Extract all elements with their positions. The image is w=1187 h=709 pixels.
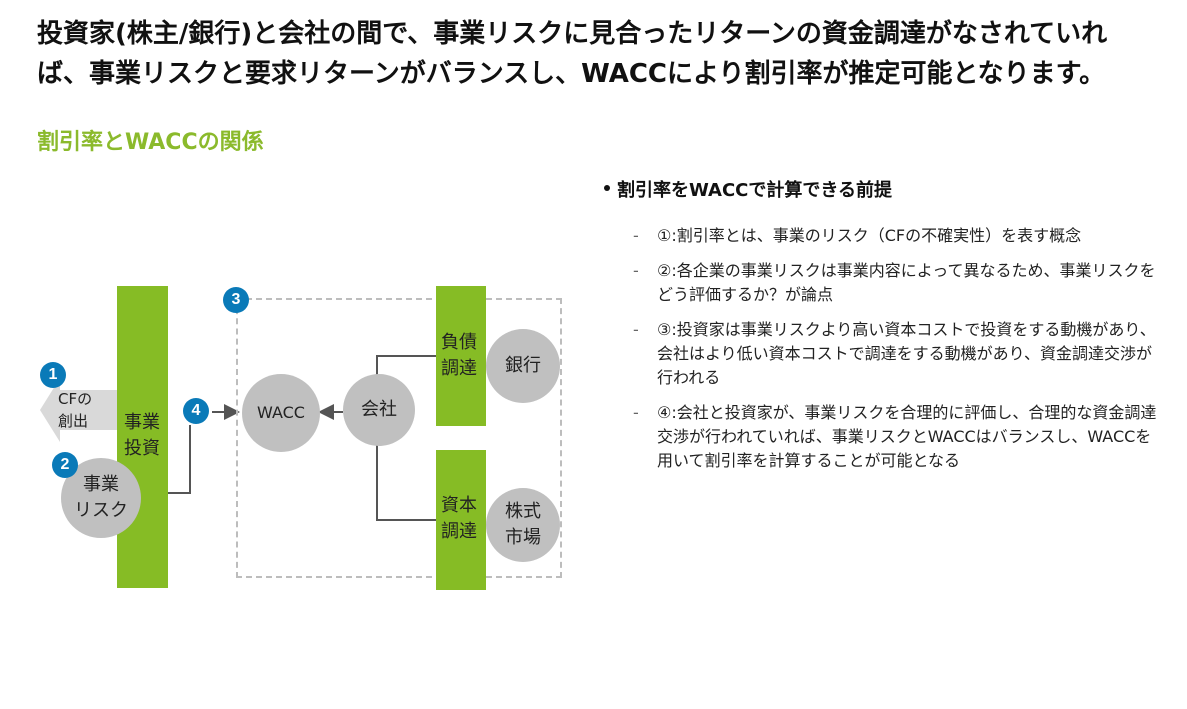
stock-market-label: 株式 市場 xyxy=(505,501,541,548)
equity-financing-label: 資本 調達 xyxy=(441,495,477,542)
list-item-text: ③:投資家は事業リスクより高い資本コストで投資をする動機があり、会社はより低い資… xyxy=(657,320,1156,387)
stock-market-node: 株式 市場 xyxy=(486,488,560,562)
bullet-list: -①:割引率とは、事業のリスク（CFの不確実性）を表す概念 -②:各企業の事業リ… xyxy=(633,224,1158,484)
bank-label: 銀行 xyxy=(505,355,541,376)
business-risk-label: 事業 リスク xyxy=(74,474,128,521)
business-investment-label: 事業 投資 xyxy=(124,412,160,459)
list-item: -③:投資家は事業リスクより高い資本コストで投資をする動機があり、会社はより低い… xyxy=(633,318,1158,390)
list-item: -①:割引率とは、事業のリスク（CFの不確実性）を表す概念 xyxy=(633,224,1158,248)
badge-4: 4 xyxy=(183,398,209,424)
company-equity-line xyxy=(376,440,436,521)
cf-arrow-icon xyxy=(40,378,118,442)
list-item: -②:各企業の事業リスクは事業内容によって異なるため、事業リスクをどう評価するか… xyxy=(633,259,1158,307)
cf-label: CFの 創出 xyxy=(58,390,93,430)
badge-1: 1 xyxy=(40,362,66,388)
section-title: 割引率とWACCの関係 xyxy=(37,130,264,155)
badge-3: 3 xyxy=(223,287,249,313)
list-item-text: ①:割引率とは、事業のリスク（CFの不確実性）を表す概念 xyxy=(657,226,1082,245)
wacc-label: WACC xyxy=(257,403,305,422)
bank-node: 銀行 xyxy=(486,329,560,403)
list-item-text: ④:会社と投資家が、事業リスクを合理的に評価し、合理的な資金調達交渉が行われてい… xyxy=(657,403,1157,470)
dash-icon: - xyxy=(633,320,639,339)
bullet-title: 割引率をWACCで計算できる前提 xyxy=(603,176,892,202)
list-item: -④:会社と投資家が、事業リスクを合理的に評価し、合理的な資金調達交渉が行われて… xyxy=(633,401,1158,473)
headline: 投資家(株主/銀行)と会社の間で、事業リスクに見合ったリターンの資金調達がなされ… xyxy=(37,19,1108,89)
list-item-text: ②:各企業の事業リスクは事業内容によって異なるため、事業リスクをどう評価するか？… xyxy=(657,261,1156,304)
wacc-node: WACC xyxy=(242,374,320,452)
badge-2: 2 xyxy=(52,452,78,478)
debt-financing-label: 負債 調達 xyxy=(441,332,477,379)
dash-icon: - xyxy=(633,403,639,422)
financing-boundary xyxy=(236,298,562,578)
business-investment-bar xyxy=(117,286,168,588)
connector-lines xyxy=(40,355,436,521)
dash-icon: - xyxy=(633,261,639,280)
wacc-diagram: CFの 創出 事業 投資 事業 リスク WACC 会社 負債 調達 資本 調達 … xyxy=(40,286,562,590)
company-label: 会社 xyxy=(361,399,397,420)
dash-icon: - xyxy=(633,226,639,245)
equity-financing-bar xyxy=(436,450,486,590)
company-node: 会社 xyxy=(343,374,415,446)
debt-financing-bar xyxy=(436,286,486,426)
